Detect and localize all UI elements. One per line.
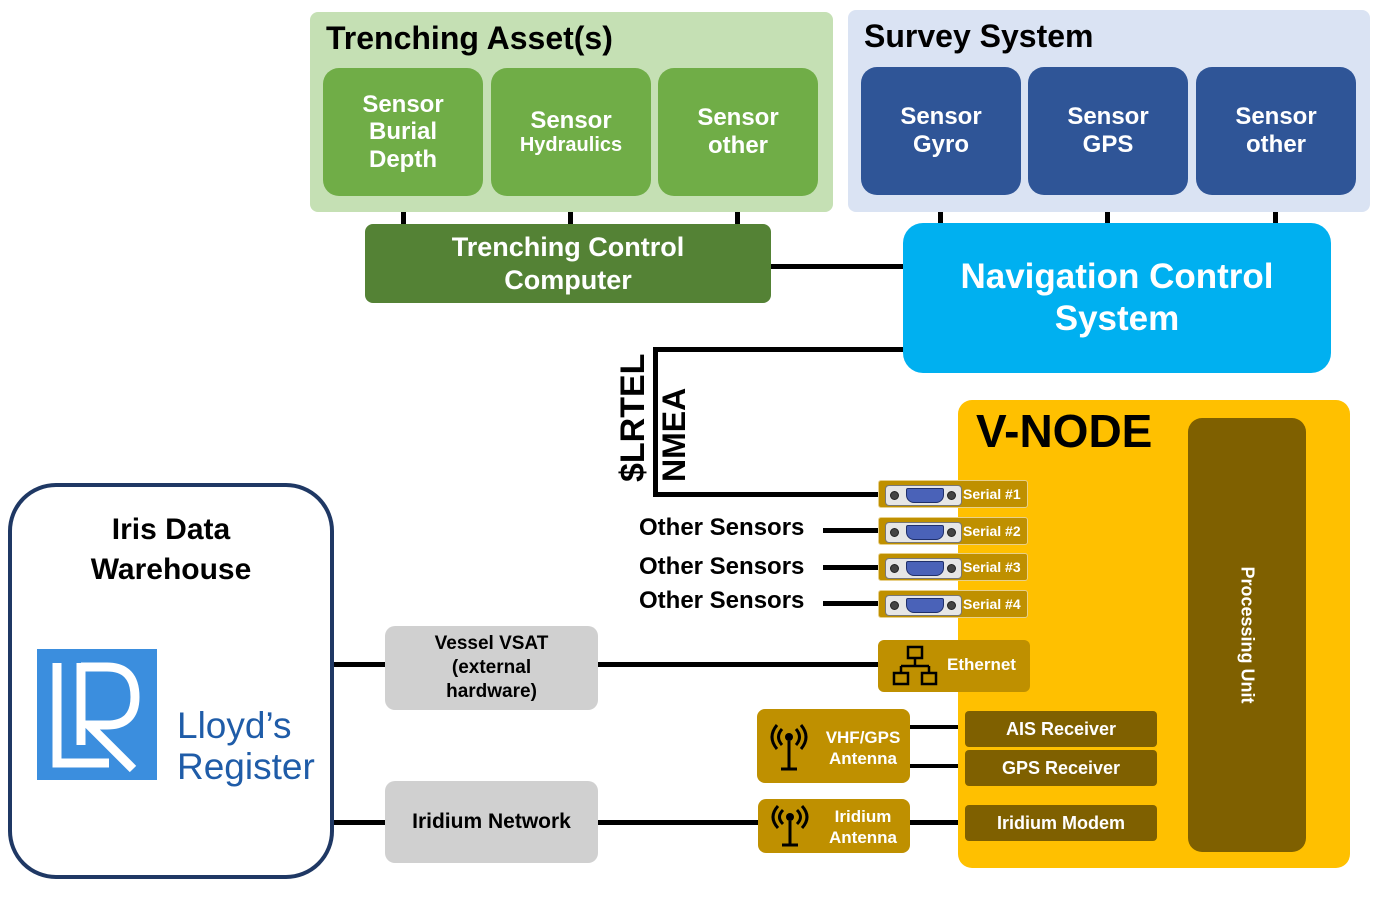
iridium-antenna: Iridium Antenna [758, 799, 910, 853]
iris-title-line1: Iris Data [111, 513, 231, 546]
sensor-burial-depth: Sensor Burial Depth [323, 68, 483, 196]
sensor-gyro: Sensor Gyro [861, 67, 1021, 195]
ethernet-port: Ethernet [878, 640, 1030, 692]
db9-connector-icon [885, 485, 962, 506]
db9-connector-icon [885, 522, 962, 543]
nmea-label: NMEA [656, 387, 692, 482]
nmea-line [653, 347, 905, 352]
survey-system-title: Survey System [864, 18, 1094, 54]
connector-line [597, 820, 759, 825]
processing-unit-label: Processing Unit [1237, 566, 1258, 704]
ais-receiver: AIS Receiver [965, 711, 1157, 747]
iridium-modem: Iridium Modem [965, 805, 1157, 841]
serial-port-3: Serial #3 [878, 553, 1028, 581]
other-sensors-label: Other Sensors [639, 553, 805, 580]
serial-port-label: Serial #3 [963, 559, 1021, 575]
other-sensors-label: Other Sensors [639, 514, 805, 541]
connector-line [771, 264, 904, 269]
nmea-line [653, 492, 879, 497]
serial-port-4: Serial #4 [878, 590, 1028, 618]
vessel-vsat: Vessel VSAT (external hardware) [385, 626, 598, 710]
trenching-assets-title: Trenching Asset(s) [326, 20, 613, 56]
sensor-survey-other: Sensor other [1196, 67, 1356, 195]
trenching-control-computer: Trenching Control Computer [365, 224, 771, 303]
db9-connector-icon [885, 595, 962, 616]
serial-port-2: Serial #2 [878, 517, 1028, 545]
lloyds-register-logo-icon [37, 649, 157, 780]
connector-line [910, 725, 966, 729]
iridium-network: Iridium Network [385, 781, 598, 863]
navigation-control-system: Navigation Control System [903, 223, 1331, 373]
serial-port-label: Serial #4 [963, 596, 1021, 612]
serial-port-label: Serial #2 [963, 523, 1021, 539]
connector-line [910, 764, 966, 768]
vhf-gps-antenna: VHF/GPS Antenna [757, 709, 910, 783]
v-node-title: V-NODE [976, 405, 1153, 457]
processing-unit [1188, 418, 1306, 852]
connector-line [823, 528, 879, 533]
db9-connector-icon [885, 558, 962, 579]
connector-line [334, 820, 386, 825]
other-sensors-label: Other Sensors [639, 587, 805, 614]
sensor-hydraulics: Sensor Hydraulics [491, 68, 651, 196]
iris-title-line2: Warehouse [90, 553, 252, 586]
connector-line [823, 601, 879, 606]
serial-port-1: Serial #1 [878, 480, 1028, 508]
connector-line [823, 565, 879, 570]
sensor-trenching-other: Sensor other [658, 68, 818, 196]
antenna-icon [770, 724, 808, 771]
lrtel-label: $LRTEL [614, 353, 652, 482]
sensor-gps: Sensor GPS [1028, 67, 1188, 195]
connector-line [334, 662, 386, 667]
connector-line [597, 662, 879, 667]
connector-line [909, 820, 966, 825]
lloyds-register-wordmark: Lloyd’s Register [177, 705, 315, 787]
serial-port-label: Serial #1 [963, 486, 1021, 502]
ethernet-label: Ethernet [947, 655, 1016, 674]
antenna-icon [771, 804, 809, 847]
nmea-line [653, 347, 658, 497]
gps-receiver: GPS Receiver [965, 750, 1157, 786]
network-icon [892, 645, 938, 686]
